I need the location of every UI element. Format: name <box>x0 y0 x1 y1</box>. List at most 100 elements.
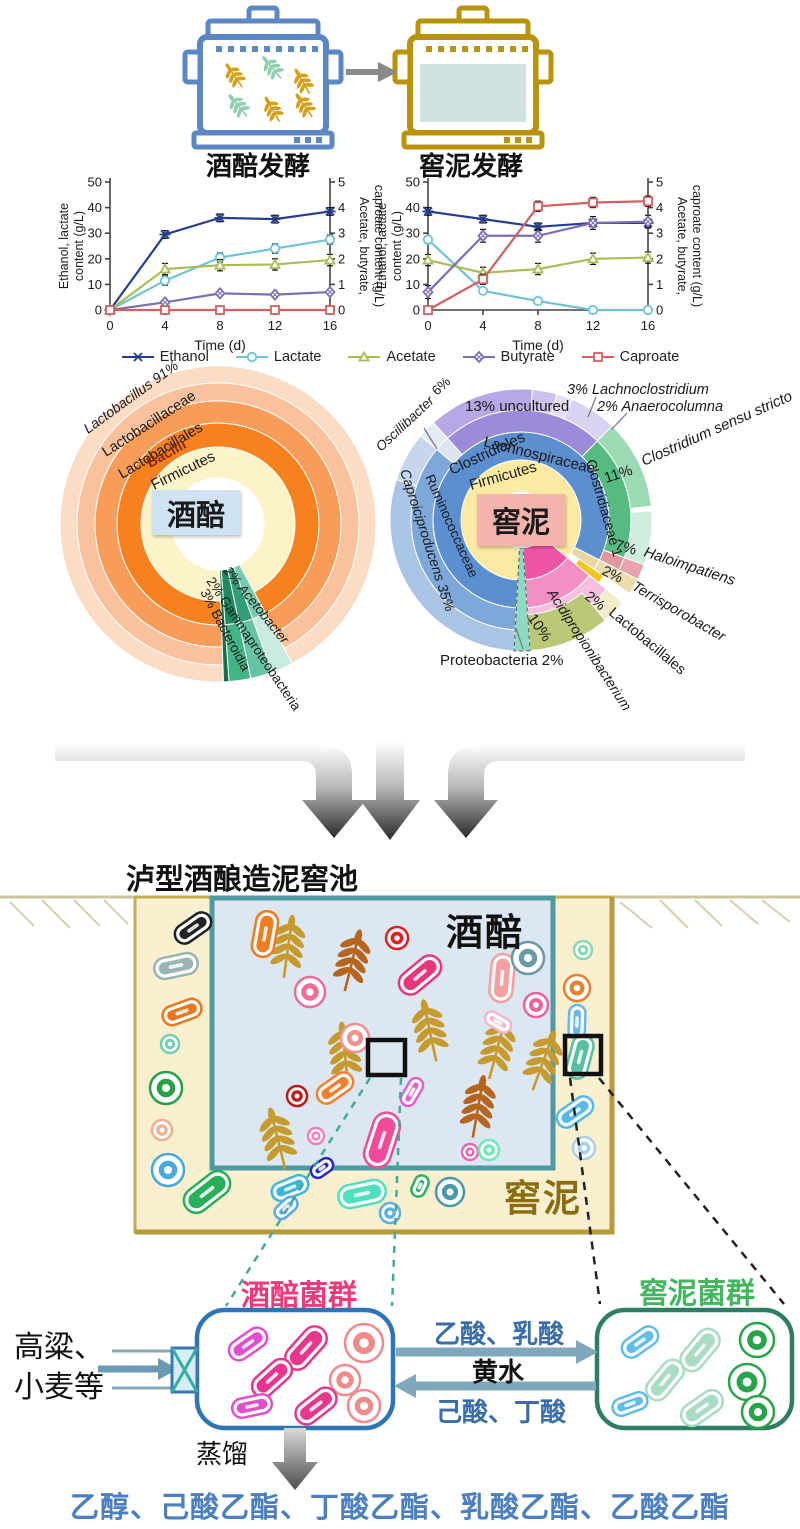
jiaoni-sunburst-center: 窖泥 <box>477 494 565 546</box>
caproic-butyric-label: 己酸、丁酸 <box>435 1397 566 1427</box>
x-tick: 0 <box>106 318 113 333</box>
bacterium-capsule-icon <box>273 1195 299 1221</box>
jiupei-sunburst-center: 酒醅 <box>152 490 240 535</box>
wheat-icon <box>259 1107 298 1170</box>
legend-item: Caproate <box>581 349 680 365</box>
bacterium-capsule-icon <box>182 1169 232 1215</box>
bacterium-coccus-icon <box>740 1394 776 1430</box>
sunburst-segment <box>596 425 652 510</box>
y-tick-left: 0 <box>413 303 420 318</box>
bacterium-capsule-icon <box>362 1111 402 1169</box>
process-arrow-icon <box>346 62 398 82</box>
bacterium-coccus-icon <box>159 1033 181 1055</box>
distillation-label: 蒸馏 <box>196 1440 249 1469</box>
raw-material-label: 高粱、 小麦等 <box>14 1328 104 1407</box>
flow-diagram <box>98 1307 795 1490</box>
y-tick-left: 50 <box>406 175 420 190</box>
bacterium-capsule-icon <box>227 1326 269 1362</box>
funnel-arrows-icon <box>55 742 745 840</box>
y-tick-right: 0 <box>338 303 345 318</box>
legend-item: Butyrate <box>462 349 555 365</box>
x-tick: 16 <box>323 318 337 333</box>
x-tick: 16 <box>641 318 655 333</box>
legend-item: Ethanol <box>121 349 209 365</box>
magnifier-square-jiupei <box>365 1037 408 1078</box>
bacterium-capsule-icon <box>567 1003 587 1041</box>
y-tick-right: 3 <box>656 226 663 241</box>
bacterium-coccus-icon <box>306 1126 326 1146</box>
bacterium-coccus-icon <box>572 939 594 961</box>
raw-material-line1: 高粱、 <box>14 1331 104 1364</box>
bacterium-coccus-icon <box>434 1176 466 1208</box>
y-tick-left: 40 <box>88 200 102 215</box>
y-tick-left: 20 <box>406 251 420 266</box>
y-tick-right: 2 <box>338 251 345 266</box>
x-tick: 4 <box>479 318 486 333</box>
acetic-lactic-label: 乙酸、乳酸 <box>433 1319 564 1349</box>
y-axis-label-left: Ethanol, lactate <box>375 203 389 289</box>
bacterium-capsule-icon <box>397 954 443 996</box>
bacterium-coccus-icon <box>343 1322 385 1364</box>
x-tick: 4 <box>161 318 168 333</box>
yellow-water-label: 黄水 <box>471 1357 524 1387</box>
y-tick-left: 50 <box>88 175 102 190</box>
bacterium-capsule-icon <box>173 911 213 945</box>
bacterium-capsule-icon <box>230 1392 274 1420</box>
bacterium-capsule-icon <box>483 1010 513 1034</box>
y-tick-left: 30 <box>88 226 102 241</box>
sunburst-label: 6% <box>429 374 454 398</box>
bacterium-capsule-icon <box>152 951 200 981</box>
bacterium-capsule-icon <box>250 909 280 959</box>
wheat-icon <box>411 999 449 1062</box>
bacterium-capsule-icon <box>337 1178 387 1210</box>
bacterium-capsule-icon <box>611 1390 649 1418</box>
legend-label: Butyrate <box>500 349 555 365</box>
bacterium-capsule-icon <box>250 1357 294 1399</box>
jiaoni-vessel-label: 窖泥发酵 <box>418 151 523 181</box>
wheat-icon <box>459 1074 496 1138</box>
y-tick-right: 5 <box>338 175 345 190</box>
bacterium-coccus-icon <box>738 1321 776 1359</box>
y-tick-right: 4 <box>338 200 345 215</box>
y-tick-right: 3 <box>338 226 345 241</box>
legend-label: Acetate <box>386 349 436 365</box>
pit-jiaoni-label: 窖泥 <box>504 1178 582 1219</box>
sunburst-segment <box>611 569 639 594</box>
bacterium-coccus-icon <box>148 1070 184 1106</box>
x-tick: 8 <box>534 318 541 333</box>
y-tick-left: 0 <box>95 303 102 318</box>
wheat-icon <box>270 914 306 978</box>
bacterium-capsule-icon <box>488 952 516 1004</box>
y-axis-label-right: caproate content (g/L) <box>690 185 704 307</box>
magnifier-square-jiaoni <box>562 1033 604 1077</box>
legend-label: Caproate <box>619 349 680 365</box>
bacterium-coccus-icon <box>522 991 550 1019</box>
y-tick-right: 5 <box>656 175 663 190</box>
chart-legend: Ethanol Lactate Acetate Butyrate Caproate <box>70 349 730 365</box>
pit-title: 泸型酒酿造泥窖池 <box>126 864 359 896</box>
bacterium-coccus-icon <box>150 1118 174 1142</box>
legend-item: Lactate <box>235 349 322 365</box>
bacterium-capsule-icon <box>679 1388 725 1428</box>
x-tick: 0 <box>424 318 431 333</box>
sunburst-jiupei: Lactobacillus 91%LactobacillaceaeLactoba… <box>59 357 377 714</box>
y-tick-right: 4 <box>656 200 663 215</box>
bacterium-coccus-icon <box>293 975 327 1009</box>
x-axis-label: Time (d) <box>194 337 246 353</box>
bacterium-coccus-icon <box>339 1022 371 1054</box>
bacterium-coccus-icon <box>328 1363 362 1397</box>
y-tick-right: 1 <box>656 277 663 292</box>
circle-marker-icon <box>235 351 268 363</box>
diamond-marker-icon <box>462 350 495 364</box>
y-axis-label-left: content (g/L) <box>390 211 404 281</box>
square-marker-icon <box>581 352 614 362</box>
legend-label: Lactate <box>273 349 322 365</box>
x-axis-label: Time (d) <box>512 337 564 353</box>
bacterium-capsule-icon <box>294 1386 338 1426</box>
y-axis-label-left: Ethanol, lactate <box>57 203 71 289</box>
bacterium-capsule-icon <box>410 1174 430 1198</box>
